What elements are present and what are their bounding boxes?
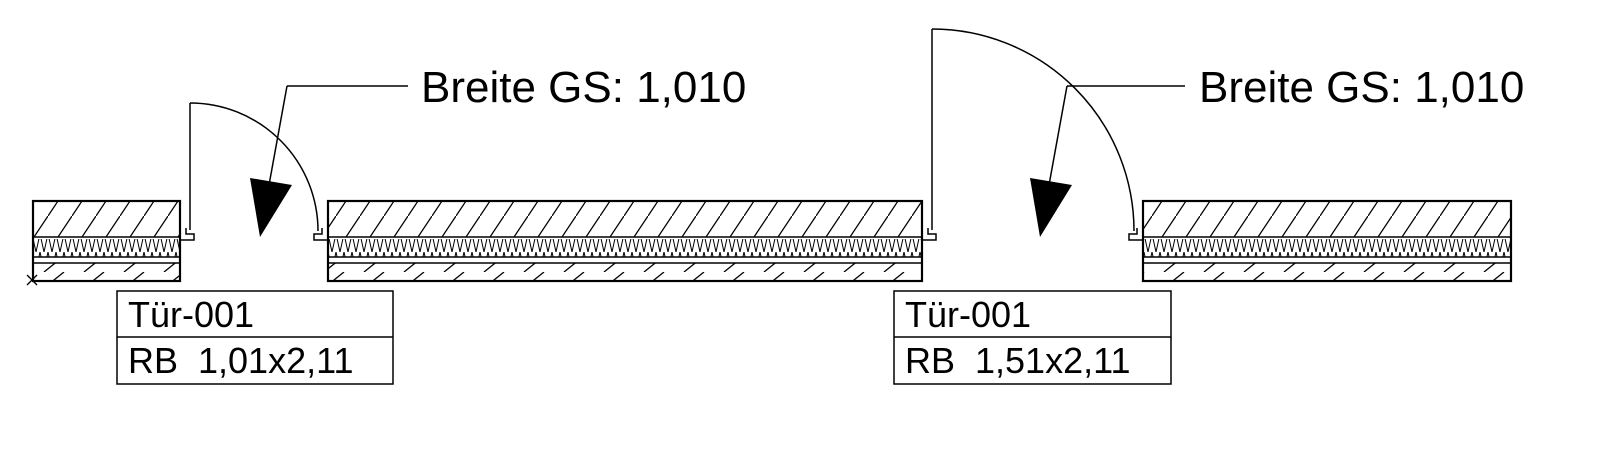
door-2-symbol — [921, 28, 1144, 241]
door-1-symbol — [179, 102, 329, 241]
wall-segment-middle — [326, 199, 924, 283]
arrowhead-icon — [1030, 178, 1072, 237]
arrowhead-icon — [250, 178, 292, 237]
wall-segment-right — [1141, 199, 1513, 283]
wall-segment-left — [31, 199, 182, 283]
door-1-tag-name: Tür-001 — [128, 294, 254, 335]
cross-icon — [26, 274, 38, 286]
door-2-tag-name: Tür-001 — [905, 294, 1031, 335]
door-2-annotation-leader — [1030, 85, 1185, 237]
door-2-tag — [893, 290, 1172, 385]
door-1-tag — [116, 290, 394, 385]
door-2-tag-size: RB 1,51x2,11 — [905, 340, 1130, 381]
door-1-tag-size: RB 1,01x2,11 — [128, 340, 353, 381]
door-1-width-annotation: Breite GS: 1,010 — [421, 63, 746, 112]
door-1-annotation-leader — [250, 85, 408, 237]
door-2-width-annotation: Breite GS: 1,010 — [1199, 63, 1524, 112]
